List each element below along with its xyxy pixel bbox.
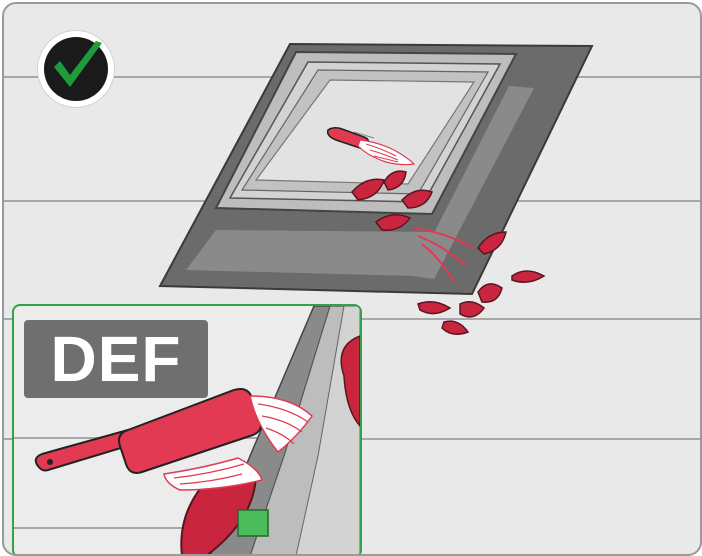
window-flashing-lower xyxy=(186,230,438,276)
checkmark-icon xyxy=(44,37,108,101)
detail-label: DEF xyxy=(24,320,208,398)
detail-inset: DEF xyxy=(12,304,362,556)
detail-label-box: DEF xyxy=(24,320,208,398)
frame-clip xyxy=(238,510,268,536)
approval-badge xyxy=(38,31,114,107)
approval-badge-circle xyxy=(44,37,108,101)
